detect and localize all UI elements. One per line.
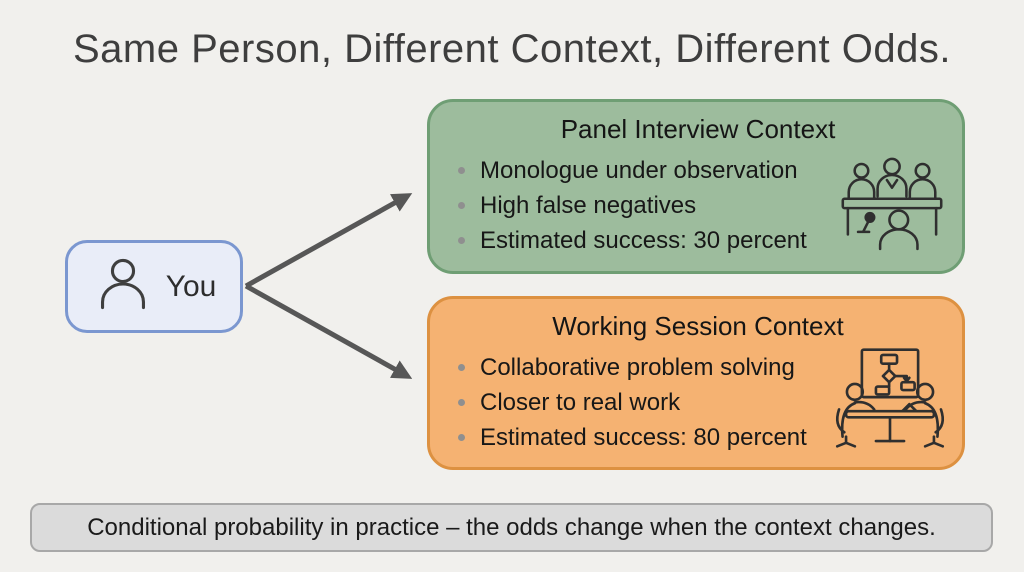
you-label: You [165,269,217,303]
list-item: Estimated success: 30 percent [454,223,839,258]
working-box-title: Working Session Context [552,311,844,341]
working-bullet-list: Collaborative problem solving Closer to … [454,350,839,455]
working-session-icon [832,346,948,455]
panel-box-title: Panel Interview Context [560,114,836,144]
arrow-to-working [244,283,413,379]
page-title: Same Person, Different Context, Differen… [73,27,951,71]
arrow-to-panel [244,193,413,289]
panel-interview-box: Panel Interview Context Monologue under … [427,99,965,274]
list-item: Monologue under observation [454,153,839,188]
list-item: Closer to real work [454,385,839,420]
list-item: Collaborative problem solving [454,350,839,385]
footer-note: Conditional probability in practice – th… [30,503,993,552]
person-icon [92,253,154,320]
panel-bullet-list: Monologue under observation High false n… [454,153,839,258]
you-node: You [65,240,243,333]
working-session-box: Working Session Context Collaborative pr… [427,296,965,470]
list-item: Estimated success: 80 percent [454,420,839,455]
list-item: High false negatives [454,188,839,223]
panel-interview-icon [836,152,948,259]
footer-text: Conditional probability in practice – th… [87,513,936,541]
